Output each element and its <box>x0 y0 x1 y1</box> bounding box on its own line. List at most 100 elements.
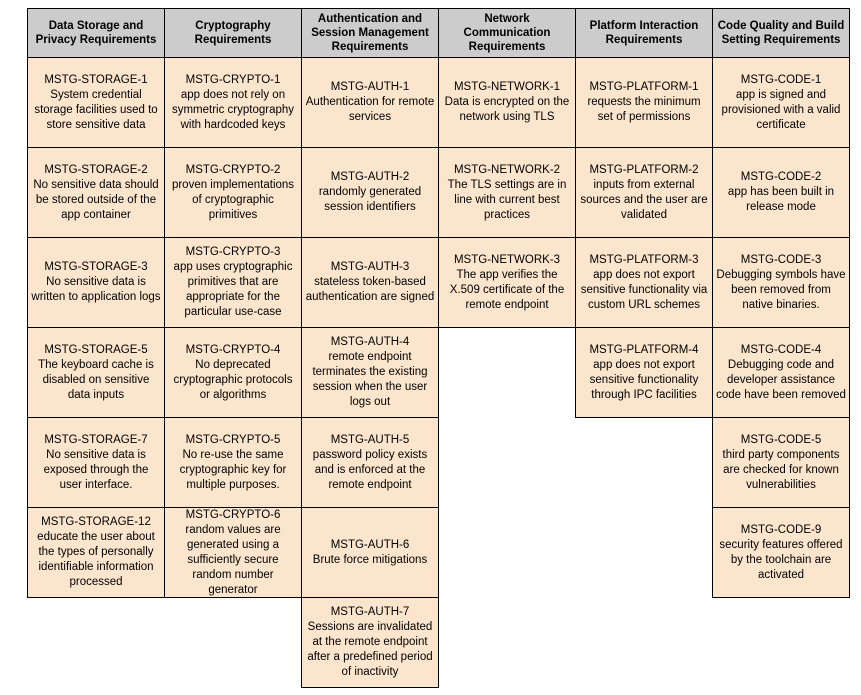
requirement-id: MSTG-STORAGE-3 <box>44 261 148 273</box>
requirement-cell: MSTG-PLATFORM-4 app does not export sensi… <box>575 327 713 418</box>
requirement-description: No deprecated cryptographic protocols or… <box>173 358 293 401</box>
requirement-id: MSTG-CODE-4 <box>740 343 822 356</box>
requirement-description: app uses cryptographic primitives that a… <box>173 261 293 318</box>
requirement-description: educate the user about the types of pers… <box>37 531 155 588</box>
column-header: Cryptography Requirements <box>164 8 302 58</box>
requirement-description: Data is encrypted on the network using T… <box>444 96 570 123</box>
requirement-description: random values are generated using a suff… <box>185 523 281 596</box>
requirement-id: MSTG-CRYPTO-3 <box>185 246 281 258</box>
requirement-description: inputs from external sources and the use… <box>580 178 708 221</box>
requirement-cell: MSTG-STORAGE-12 educate the user about th… <box>27 507 165 598</box>
requirement-id: MSTG-CODE-9 <box>740 523 822 536</box>
requirement-description: password policy exists and is enforced a… <box>312 448 428 491</box>
requirement-cell: MSTG-CRYPTO-5 No re-use the same cryptogr… <box>164 417 302 508</box>
requirement-id: MSTG-AUTH-2 <box>330 171 410 183</box>
requirement-id: MSTG-CRYPTO-5 <box>185 433 281 446</box>
requirement-id: MSTG-CODE-1 <box>740 73 822 86</box>
requirement-description: No sensitive data is exposed through the… <box>43 448 149 491</box>
requirement-description: Debugging code and developer assistance … <box>716 358 846 401</box>
requirement-description: The app verifies the X.509 certificate o… <box>449 268 565 311</box>
requirement-id: MSTG-STORAGE-1 <box>44 73 148 86</box>
requirement-cell: MSTG-CRYPTO-3 app uses cryptographic prim… <box>164 237 302 328</box>
requirement-cell: MSTG-PLATFORM-1 requests the minimum set … <box>575 57 713 148</box>
column-header: Code Quality and Build Setting Requireme… <box>712 8 850 58</box>
requirement-cell: MSTG-CODE-2 app has been built in release… <box>712 147 850 238</box>
requirement-description: No sensitive data is written to applicat… <box>31 276 161 303</box>
requirement-cell: MSTG-AUTH-3 stateless token-based authent… <box>301 237 439 328</box>
requirement-cell: MSTG-CRYPTO-4 No deprecated cryptographic… <box>164 327 302 418</box>
requirement-id: MSTG-STORAGE-12 <box>41 516 151 528</box>
requirement-cell: MSTG-STORAGE-2 No sensitive data should b… <box>27 147 165 238</box>
requirement-cell: MSTG-AUTH-4 remote endpoint terminates th… <box>301 327 439 418</box>
requirement-description: security features offered by the toolcha… <box>719 538 843 581</box>
requirement-cell: MSTG-CRYPTO-1 app does not rely on symmet… <box>164 57 302 148</box>
requirement-cell: MSTG-STORAGE-3 No sensitive data is writt… <box>27 237 165 328</box>
requirement-cell: MSTG-AUTH-5 password policy exists and is… <box>301 417 439 508</box>
requirement-description: requests the minimum set of permissions <box>587 96 701 123</box>
requirement-description: randomly generated session identifiers <box>318 186 422 213</box>
requirement-id: MSTG-AUTH-7 <box>330 606 410 618</box>
column-code-quality-build-settings: Code Quality and Build Setting Requireme… <box>712 8 850 598</box>
requirement-description: System credential storage facilities use… <box>34 88 158 131</box>
requirement-id: MSTG-NETWORK-3 <box>453 253 561 266</box>
requirement-id: MSTG-AUTH-1 <box>330 81 410 93</box>
column-header: Platform Interaction Requirements <box>575 8 713 58</box>
column-header: Network Communication Requirements <box>438 8 576 58</box>
requirement-id: MSTG-CRYPTO-4 <box>185 343 281 356</box>
requirement-id: MSTG-NETWORK-2 <box>453 163 561 176</box>
requirement-description: Debugging symbols have been removed from… <box>716 268 846 311</box>
requirement-cell: MSTG-CODE-9 security features offered by … <box>712 507 850 598</box>
requirement-description: third party components are checked for k… <box>722 448 840 491</box>
column-authentication-session-management: Authentication and Session Management Re… <box>301 8 439 688</box>
requirement-id: MSTG-CODE-2 <box>740 171 822 183</box>
requirement-description: Brute force mitigations <box>312 553 428 566</box>
requirement-description: The keyboard cache is disabled on sensit… <box>38 358 154 401</box>
requirement-id: MSTG-CRYPTO-2 <box>185 163 281 176</box>
requirement-cell: MSTG-PLATFORM-2 inputs from external sour… <box>575 147 713 238</box>
column-header: Data Storage and Privacy Requirements <box>27 8 165 58</box>
requirement-id: MSTG-STORAGE-5 <box>44 343 148 356</box>
requirement-description: Sessions are invalidated at the remote e… <box>307 621 433 678</box>
requirement-id: MSTG-CRYPTO-6 <box>185 508 281 521</box>
requirement-description: No re-use the same cryptographic key for… <box>179 448 287 491</box>
requirement-description: No sensitive data should be stored outsi… <box>33 178 159 221</box>
requirement-id: MSTG-AUTH-3 <box>330 261 410 273</box>
requirement-id: MSTG-STORAGE-2 <box>44 163 148 176</box>
requirement-id: MSTG-PLATFORM-3 <box>589 253 699 266</box>
requirement-id: MSTG-CODE-5 <box>740 433 822 446</box>
requirement-cell: MSTG-STORAGE-7 No sensitive data is expos… <box>27 417 165 508</box>
requirement-description: app does not export sensitive functional… <box>580 268 708 311</box>
requirement-id: MSTG-AUTH-4 <box>330 336 410 348</box>
requirement-id: MSTG-AUTH-6 <box>330 538 410 551</box>
requirement-description: stateless token-based authentication are… <box>305 276 435 303</box>
requirement-description: app has been built in release mode <box>727 186 835 213</box>
requirement-id: MSTG-STORAGE-7 <box>44 433 148 446</box>
requirement-description: app does not export sensitive functional… <box>589 358 699 401</box>
requirement-cell: MSTG-CRYPTO-6 random values are generated… <box>164 507 302 598</box>
requirement-id: MSTG-AUTH-5 <box>330 433 410 446</box>
requirement-id: MSTG-NETWORK-1 <box>453 81 561 93</box>
requirement-cell: MSTG-CODE-5 third party components are ch… <box>712 417 850 508</box>
requirement-description: remote endpoint terminates the existing … <box>312 351 428 408</box>
requirement-id: MSTG-CRYPTO-1 <box>185 73 281 86</box>
requirement-id: MSTG-PLATFORM-1 <box>589 81 699 93</box>
requirement-description: app does not rely on symmetric cryptogra… <box>171 88 295 131</box>
requirement-id: MSTG-PLATFORM-2 <box>589 163 699 176</box>
requirement-id: MSTG-PLATFORM-4 <box>589 343 699 356</box>
requirement-id: MSTG-CODE-3 <box>740 253 822 266</box>
requirement-description: Authentication for remote services <box>305 96 435 123</box>
column-header: Authentication and Session Management Re… <box>301 8 439 58</box>
